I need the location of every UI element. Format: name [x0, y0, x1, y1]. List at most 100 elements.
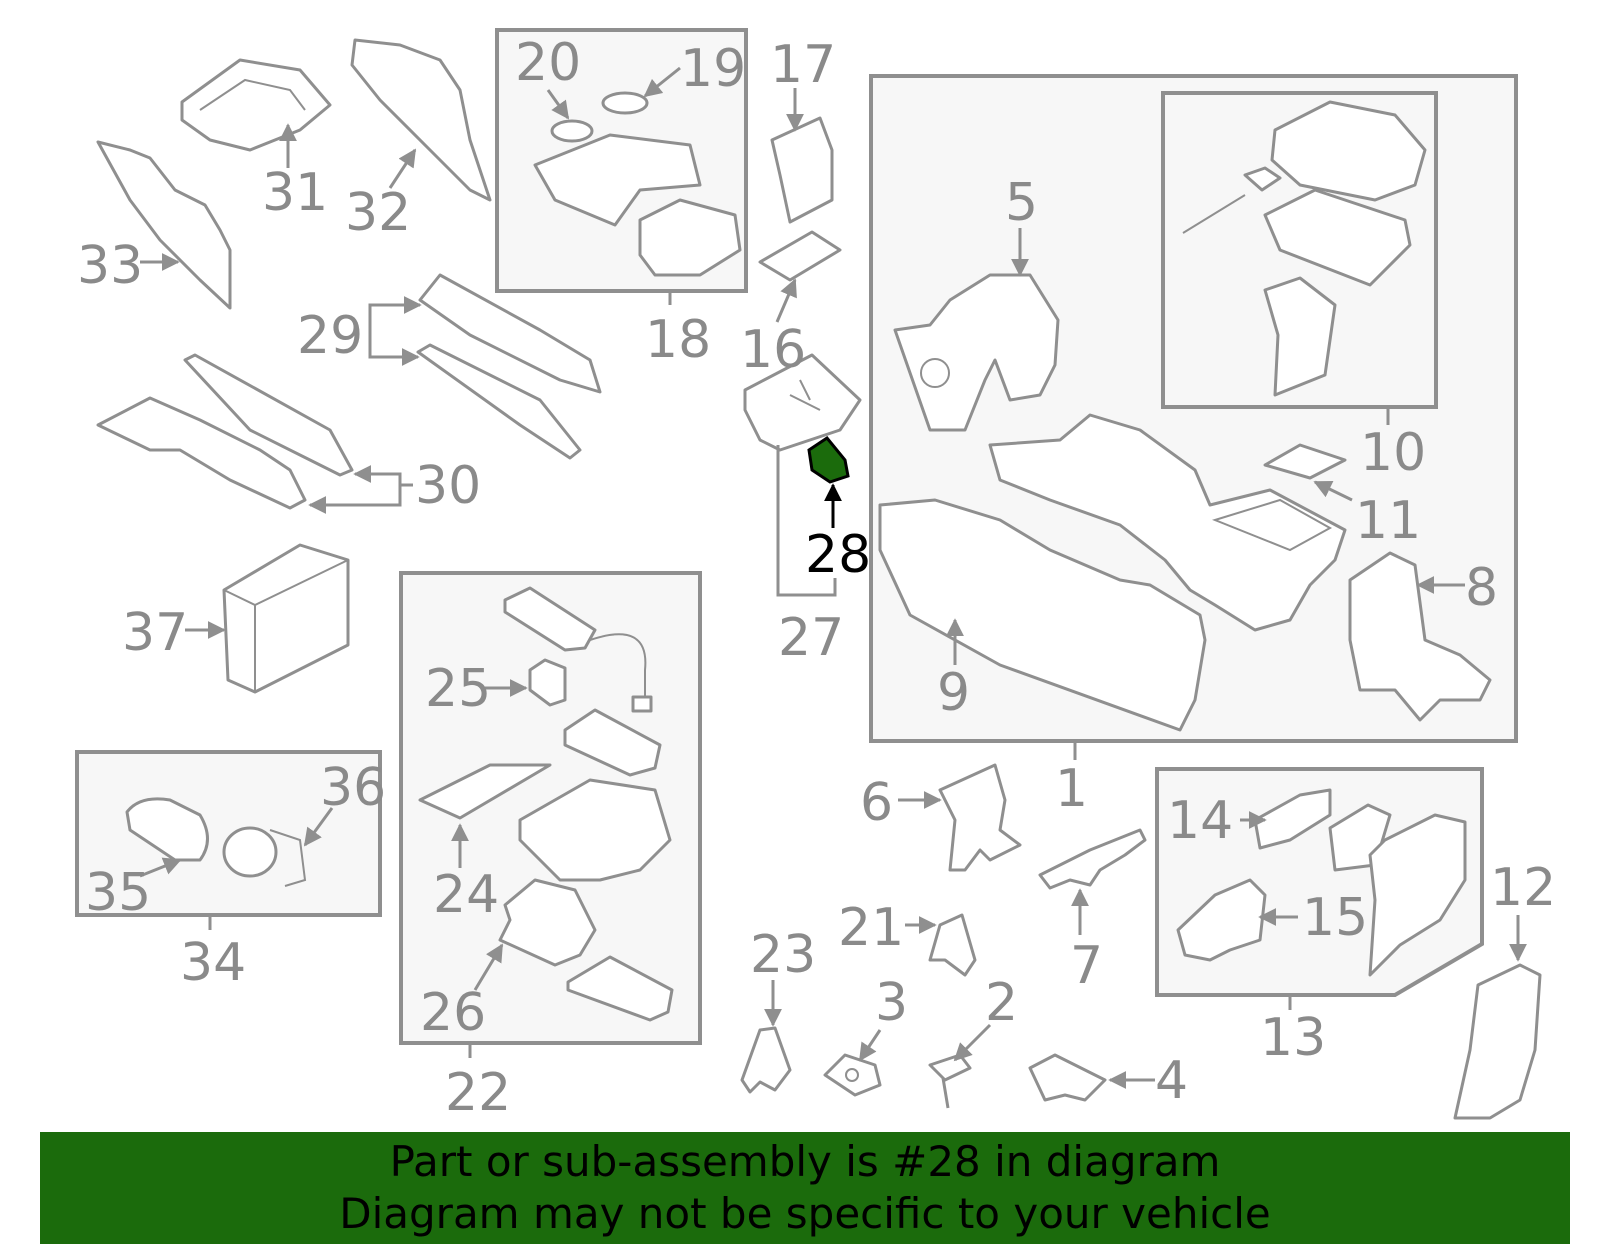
callout-31: 31 [262, 163, 328, 223]
callout-5: 5 [1005, 173, 1038, 233]
callout-20: 20 [515, 33, 581, 93]
callout-30: 30 [415, 456, 481, 516]
callout-21: 21 [838, 898, 904, 958]
part-22-tray-bottom [566, 955, 674, 1022]
leader-2 [953, 1023, 992, 1062]
leader-11 [1313, 480, 1353, 502]
part-37-switch-panel [222, 543, 350, 694]
part-17-bracket [770, 116, 834, 224]
info-banner: Part or sub-assembly is #28 in diagram D… [40, 1132, 1570, 1244]
part-12-cover [1453, 963, 1542, 1120]
part-30-trim-lower [96, 396, 307, 510]
callout-34: 34 [180, 933, 246, 993]
leader-27 [776, 445, 837, 597]
callout-17: 17 [770, 35, 836, 95]
part-14-clip [1253, 788, 1332, 850]
callout-4: 4 [1155, 1051, 1188, 1111]
callout-25: 25 [425, 659, 491, 719]
callout-16: 16 [740, 320, 806, 380]
part-16-tray [758, 230, 842, 282]
callout-3: 3 [875, 973, 908, 1033]
part-31-bracket [180, 58, 332, 152]
part-36-cap [222, 826, 278, 878]
part-6-bracket [938, 763, 1022, 872]
part-2-screw [928, 1053, 972, 1109]
part-11-mat [1263, 443, 1347, 480]
part-25-switch [528, 658, 567, 707]
banner-line-1: Part or sub-assembly is #28 in diagram [389, 1137, 1221, 1186]
callout-29: 29 [297, 306, 363, 366]
part-7-bracket [1038, 828, 1147, 890]
callout-19: 19 [680, 39, 746, 99]
leader-20 [546, 89, 570, 120]
part-9-side-panel [878, 498, 1207, 732]
part-20-ring [550, 119, 594, 143]
callout-36: 36 [320, 758, 386, 818]
part-18-insert [638, 198, 742, 277]
callout-37: 37 [122, 603, 188, 663]
group-box-34 [75, 750, 382, 917]
leader-26 [473, 943, 504, 991]
part-35-socket [125, 797, 209, 862]
leader-19 [643, 66, 681, 98]
callout-28[interactable]: 28 [805, 525, 871, 585]
part-22-connector [631, 695, 653, 713]
part-27-shifter-base [743, 353, 862, 452]
part-24-tray [418, 763, 552, 820]
callout-9: 9 [937, 663, 970, 723]
leader-32 [388, 148, 417, 189]
callout-10: 10 [1360, 423, 1426, 483]
part-30-trim-upper [183, 353, 354, 477]
banner-line-2: Diagram may not be specific to your vehi… [339, 1189, 1271, 1238]
part-4-clip [1028, 1053, 1107, 1102]
callout-26: 26 [420, 983, 486, 1043]
part-18-cupholder [533, 133, 702, 227]
part-3-nut [823, 1053, 882, 1097]
leader-16 [775, 278, 797, 323]
part-8-rear-bracket [1348, 551, 1492, 722]
part-10-armrest-lid [1270, 100, 1427, 202]
callout-22: 22 [445, 1063, 511, 1123]
callout-23: 23 [750, 925, 816, 985]
part-5-bracket [893, 273, 1060, 432]
leader-29 [368, 296, 422, 337]
leader-36 [303, 807, 334, 847]
callout-8: 8 [1465, 558, 1498, 618]
part-19-ring [601, 91, 649, 115]
part-26-boot [498, 878, 597, 967]
part-10-hinge [1263, 276, 1337, 397]
part-15-pocket [1176, 878, 1267, 962]
callout-11: 11 [1355, 491, 1421, 551]
callout-32: 32 [345, 183, 411, 243]
leader-30 [353, 465, 413, 487]
part-22-shift-bezel [518, 778, 672, 882]
callout-24: 24 [433, 865, 499, 925]
leader-35 [139, 857, 182, 878]
part-13-housing [1368, 813, 1467, 977]
part-22-bezel-small [563, 708, 662, 777]
part-1-console-frame [988, 413, 1347, 632]
part-29-trim-upper [418, 273, 602, 394]
callout-18: 18 [645, 310, 711, 370]
leader-3 [858, 1029, 882, 1062]
callout-15: 15 [1302, 888, 1368, 948]
part-28-highlighted[interactable] [807, 435, 850, 484]
callout-12: 12 [1490, 858, 1556, 918]
callout-35: 35 [85, 863, 151, 923]
part-29-trim-lower [416, 343, 582, 460]
callout-13: 13 [1260, 1008, 1326, 1068]
callout-2: 2 [985, 973, 1018, 1033]
callout-6: 6 [860, 773, 893, 833]
part-22-switch-bezel [503, 586, 597, 652]
callout-33: 33 [77, 236, 143, 296]
callout-7: 7 [1070, 936, 1103, 996]
callout-27: 27 [778, 608, 844, 668]
callout-1: 1 [1055, 759, 1088, 819]
part-10-lid-frame [1263, 188, 1412, 287]
part-33-panel [96, 140, 232, 310]
callout-14: 14 [1167, 791, 1233, 851]
part-32-panel [350, 38, 492, 202]
part-23-clip [740, 1026, 792, 1094]
part-10-latch [1243, 166, 1282, 192]
